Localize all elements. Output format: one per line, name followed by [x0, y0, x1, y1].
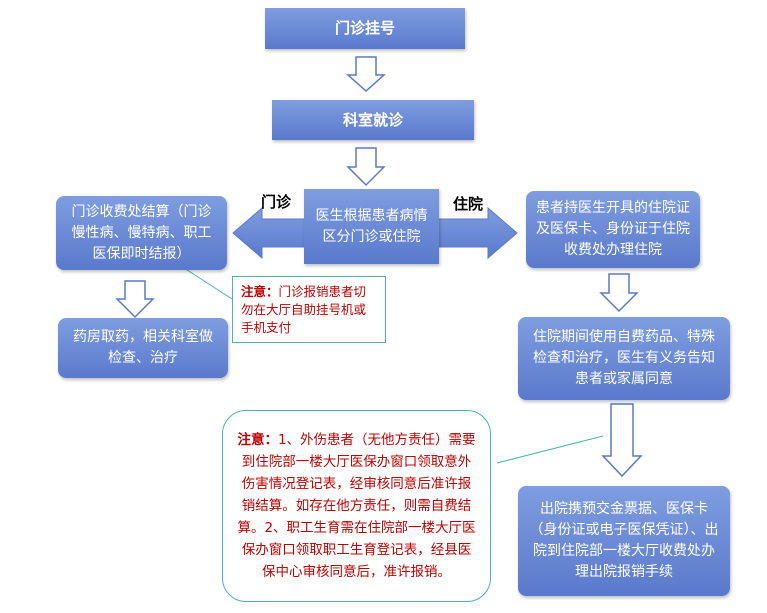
- outpatient-note-prefix: 注意：: [241, 284, 279, 299]
- inpatient-admission-box: 患者持医生开具的住院证及医保卡、身份证于住院收费处办理住院: [526, 191, 700, 268]
- note-connector-2: [496, 435, 604, 464]
- label-outpatient: 门诊: [261, 193, 292, 211]
- arrow-down-4: [599, 273, 639, 313]
- arrow-down-5: [601, 403, 643, 478]
- label-inpatient: 住院: [453, 195, 484, 213]
- arrow-down-2: [346, 147, 386, 187]
- inpatient-stay-box: 住院期间使用自费药品、特殊检查和治疗，医生有义务告知患者或家属同意: [518, 317, 730, 400]
- department-visit-box: 科室就诊: [272, 100, 474, 140]
- note-connector-1: [183, 267, 233, 300]
- discharge-box: 出院携预交金票据、医保卡（身份证或电子医保凭证）、出院到住院部一楼大厅收费处办理…: [518, 486, 730, 596]
- outpatient-note: 注意：门诊报销患者切勿在大厅自助挂号机或手机支付: [232, 276, 386, 343]
- inpatient-note: 注意：1、外伤患者（无他方责任）需要到住院部一楼大厅医保办窗口领取意外伤害情况登…: [222, 410, 491, 602]
- registration-box: 门诊挂号: [265, 8, 465, 49]
- doctor-decision-box: 医生根据患者病情区分门诊或住院: [304, 189, 439, 264]
- outpatient-note-text: 门诊报销患者切勿在大厅自助挂号机或手机支付: [241, 284, 367, 335]
- arrow-down-3: [115, 280, 155, 319]
- arrow-down-1: [346, 56, 386, 93]
- inpatient-note-prefix: 注意：: [237, 432, 278, 448]
- outpatient-billing-box: 门诊收费处结算（门诊慢性病、慢特病、职工医保即时结报）: [56, 196, 227, 270]
- pharmacy-box: 药房取药，相关科室做检查、治疗: [58, 318, 228, 378]
- inpatient-note-text: 1、外伤患者（无他方责任）需要到住院部一楼大厅医保办窗口领取意外伤害情况登记表，…: [237, 432, 476, 580]
